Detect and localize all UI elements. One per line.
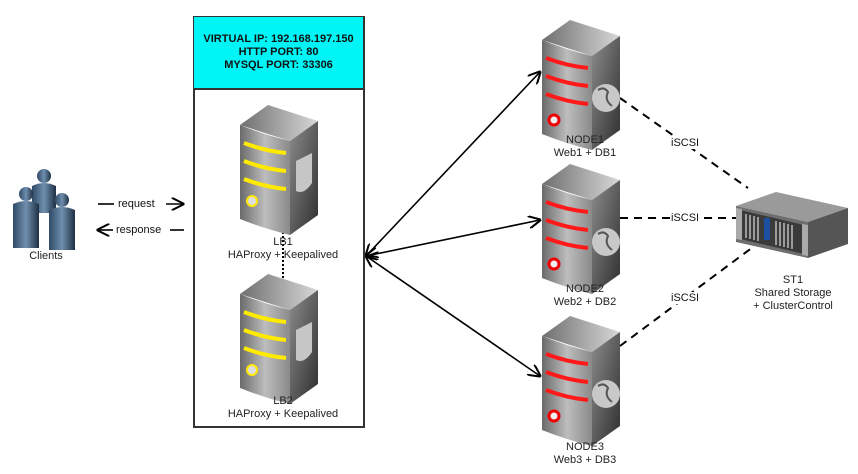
node2-server-icon [542,164,620,294]
lb1-role: HAProxy + Keepalived [227,249,339,261]
node3-name: NODE3 [566,441,604,453]
request-label: request [117,198,156,210]
link-lb-node3 [366,256,540,376]
mysql-port-text: MYSQL PORT: 33306 [224,59,333,71]
storage-line2: + ClusterControl [753,300,833,312]
node1-server-icon [542,20,620,150]
iscsi-label-node1: iSCSI [670,137,701,149]
response-label: response [115,224,163,236]
lb2-role: HAProxy + Keepalived [227,408,339,420]
clients-label-text: Clients [29,250,63,262]
iscsi-link-node1 [619,97,749,189]
iscsi-label-node2: iSCSI [670,212,701,224]
storage-rack-icon [736,192,848,258]
virtual-ip-text: VIRTUAL IP: 192.168.197.150 [203,33,354,45]
clients-label: Clients [18,250,74,263]
node1-label: NODE1 Web1 + DB1 [540,134,630,160]
lb2-name: LB2 [273,395,293,407]
node3-server-icon [542,316,620,446]
lb1-server-icon [240,105,318,235]
storage-label: ST1 Shared Storage + ClusterControl [738,274,848,313]
link-lb-node1 [366,72,540,256]
virtual-ip-header: VIRTUAL IP: 192.168.197.150 HTTP PORT: 8… [194,17,363,90]
node2-role: Web2 + DB2 [553,296,617,308]
storage-line1: Shared Storage [754,287,832,299]
storage-name: ST1 [782,274,804,286]
node1-name: NODE1 [566,134,604,146]
http-port-text: HTTP PORT: 80 [238,46,319,58]
lb2-server-icon [240,274,318,404]
node3-role: Web3 + DB3 [553,454,617,466]
node2-name: NODE2 [566,283,604,295]
node3-label: NODE3 Web3 + DB3 [540,441,630,467]
node1-role: Web1 + DB1 [553,147,617,159]
lb2-label: LB2 HAProxy + Keepalived [213,395,353,421]
lb1-label: LB1 HAProxy + Keepalived [213,236,353,262]
clients-icon [13,169,75,250]
node2-label: NODE2 Web2 + DB2 [540,283,630,309]
link-lb-node2 [366,220,540,256]
iscsi-label-node3: iSCSI [670,292,701,304]
lb1-name: LB1 [273,236,293,248]
